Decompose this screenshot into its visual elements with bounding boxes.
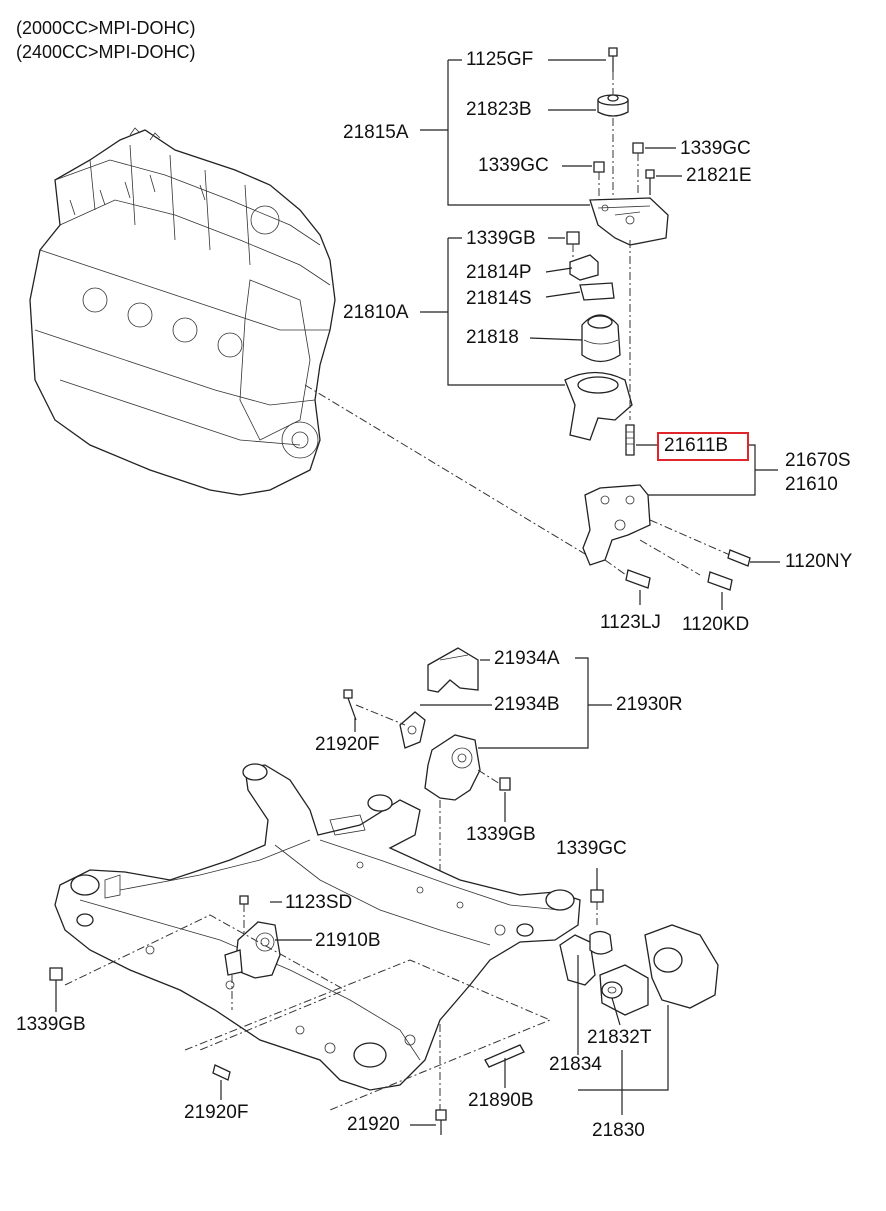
stud-21611b — [625, 424, 635, 456]
part-label-21814p[interactable]: 21814P — [466, 262, 532, 283]
nut-1339gb-left — [49, 967, 63, 981]
part-label-21611b[interactable]: 21611B — [664, 435, 729, 456]
part-label-21810a[interactable]: 21810A — [343, 302, 409, 323]
part-label-21920[interactable]: 21920 — [347, 1114, 400, 1135]
part-label-21910b[interactable]: 21910B — [315, 930, 381, 951]
part-label-21823b[interactable]: 21823B — [466, 99, 532, 120]
bolt-21920 — [435, 1109, 447, 1121]
part-label-1120kd[interactable]: 1120KD — [682, 614, 750, 635]
part-label-1125gf[interactable]: 1125GF — [466, 49, 534, 70]
part-label-21830[interactable]: 21830 — [592, 1120, 645, 1141]
part-label-21834[interactable]: 21834 — [549, 1054, 602, 1075]
engine-block-icon — [29, 127, 336, 496]
part-label-1339gc-left[interactable]: 1339GC — [478, 155, 549, 176]
part-label-21821e[interactable]: 21821E — [686, 165, 752, 186]
engine-spec-line-1: (2000CC>MPI-DOHC) — [16, 18, 196, 38]
leader-lines-lower — [270, 901, 669, 1115]
part-label-21920f-top[interactable]: 21920F — [315, 734, 380, 755]
bolt-21890b — [484, 1044, 525, 1068]
part-label-21818[interactable]: 21818 — [466, 327, 519, 348]
part-label-21670s[interactable]: 21670S — [785, 450, 851, 471]
part-label-21610[interactable]: 21610 — [785, 474, 838, 495]
part-label-1339gb-left[interactable]: 1339GB — [16, 1014, 86, 1035]
bolt-21920f-bottom — [212, 1064, 231, 1081]
leader-lines-mid — [354, 657, 612, 822]
part-label-21890b[interactable]: 21890B — [468, 1090, 534, 1111]
part-label-1123sd[interactable]: 1123SD — [285, 892, 353, 913]
rear-mount-21830 — [559, 924, 719, 1016]
part-label-1339gb-top[interactable]: 1339GB — [466, 228, 536, 249]
part-label-21930r[interactable]: 21930R — [616, 694, 683, 715]
nut-1339gc-right — [590, 889, 604, 903]
mount-21910b — [224, 895, 281, 1010]
part-label-21815a[interactable]: 21815A — [343, 122, 409, 143]
part-label-1339gb-mid[interactable]: 1339GB — [466, 824, 536, 845]
part-label-21934b[interactable]: 21934B — [494, 694, 560, 715]
highlight-frame-21611b — [657, 432, 749, 461]
part-label-21920f-bottom[interactable]: 21920F — [184, 1102, 249, 1123]
part-label-1339gc-top[interactable]: 1339GC — [680, 138, 751, 159]
part-label-1339gc-right[interactable]: 1339GC — [556, 838, 627, 859]
subframe-icon — [54, 763, 581, 1091]
engine-spec-line-2: (2400CC>MPI-DOHC) — [16, 42, 196, 62]
bracket-21610 — [582, 484, 651, 566]
part-label-1120ny[interactable]: 1120NY — [785, 551, 853, 572]
transmission-mount — [343, 647, 511, 1110]
part-label-21832t[interactable]: 21832T — [587, 1027, 652, 1048]
bolts-lower — [625, 549, 751, 591]
part-label-21934a[interactable]: 21934A — [494, 648, 560, 669]
leader-lines-upper — [420, 59, 780, 610]
upper-mount-parts — [564, 47, 669, 441]
part-label-21814s[interactable]: 21814S — [466, 288, 532, 309]
part-label-1123lj[interactable]: 1123LJ — [600, 612, 661, 633]
